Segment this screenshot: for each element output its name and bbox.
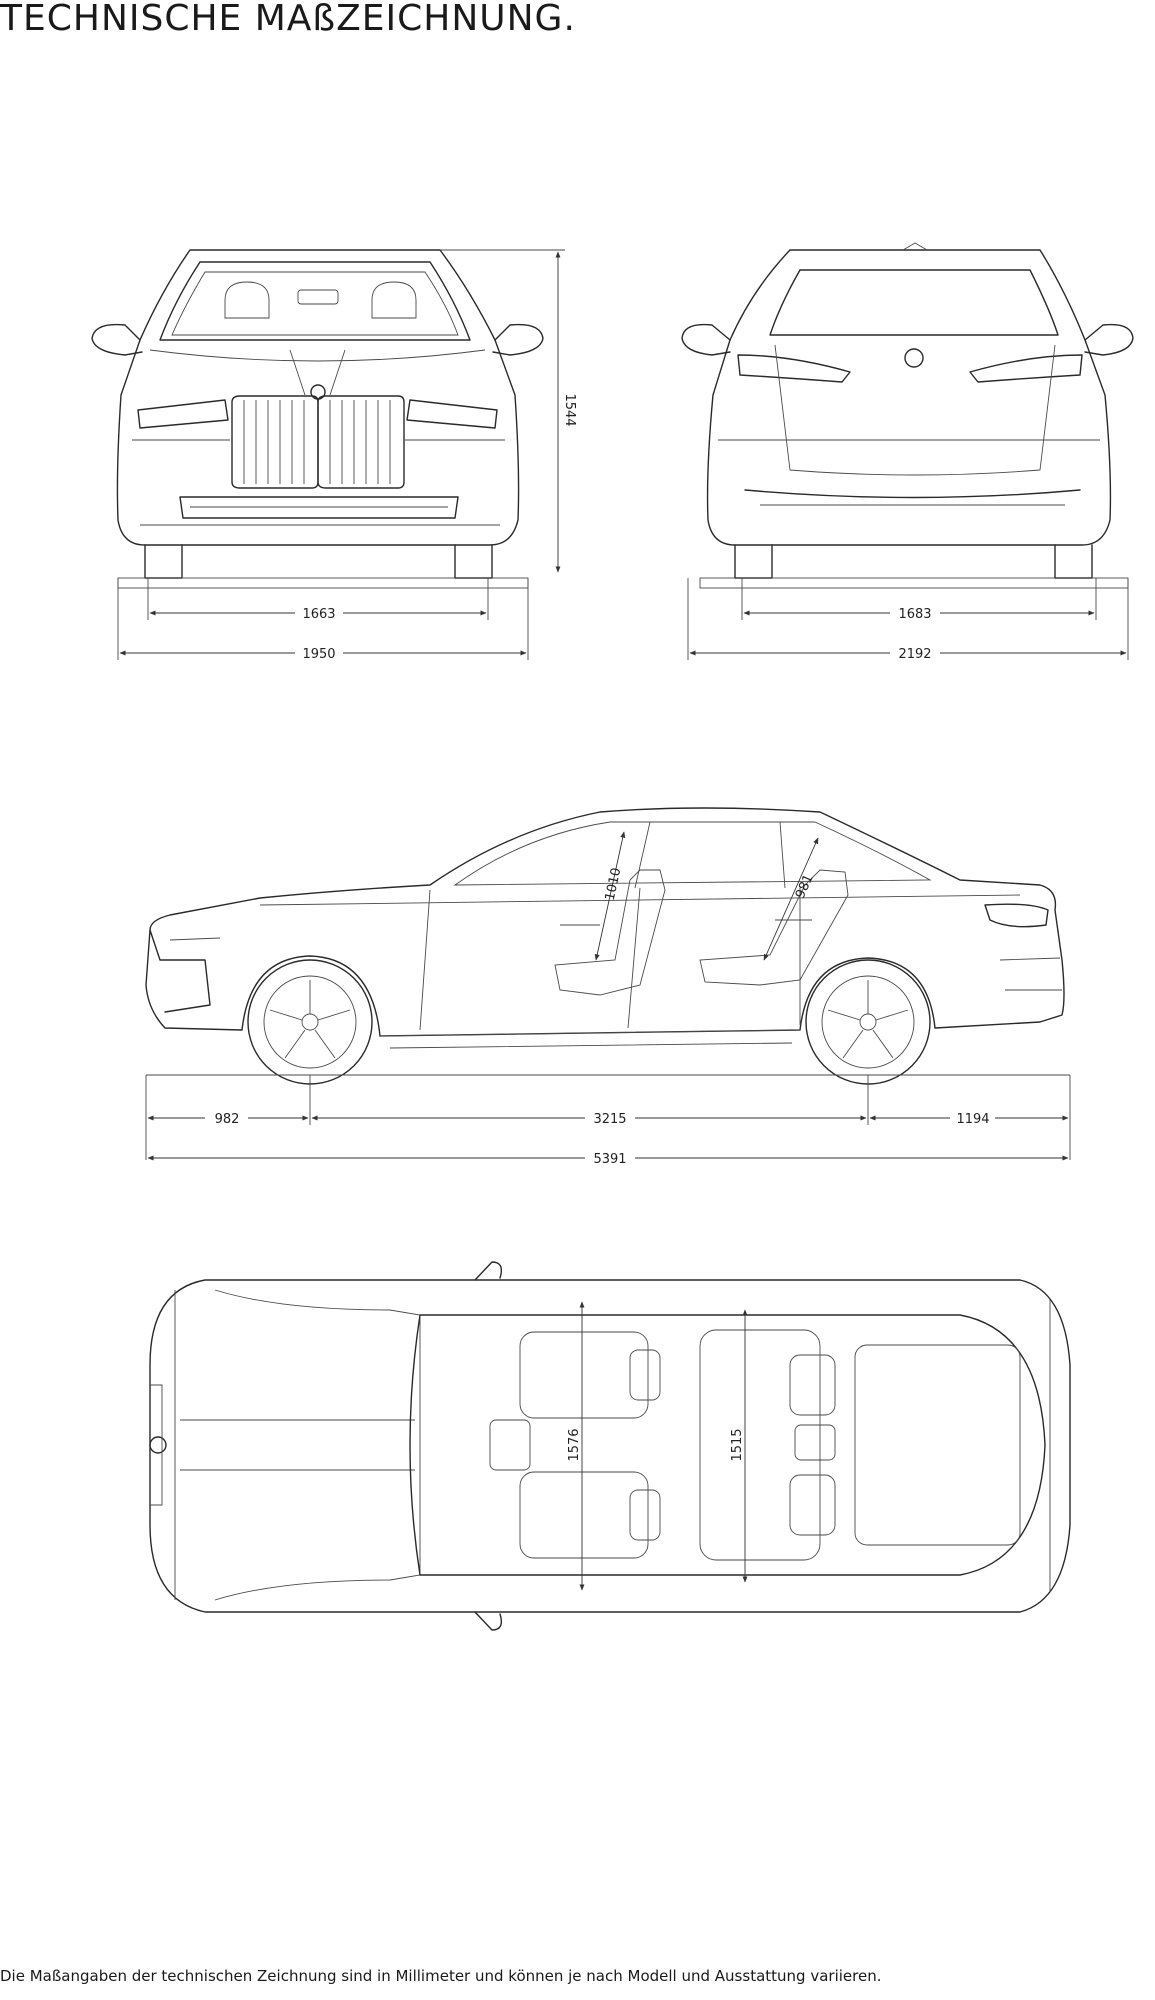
dim-length: 5391 (593, 1152, 626, 1167)
side-view (145, 807, 1065, 1085)
dim-wheelbase: 3215 (593, 1112, 626, 1127)
dim-rear-width: 2192 (898, 647, 931, 662)
dim-front-height: 1544 (562, 393, 577, 426)
page-title: TECHNISCHE MAßZEICHNUNG. (0, 0, 576, 39)
dim-front-width: 1950 (302, 647, 335, 662)
dim-front-track: 1663 (302, 607, 335, 622)
dim-rear-shoulder: 1515 (730, 1428, 745, 1461)
dim-front-headroom: 1010 (603, 867, 625, 902)
dim-rear-track: 1683 (898, 607, 931, 622)
side-dimensions (145, 1074, 1071, 1161)
dim-front-overhang: 982 (215, 1112, 240, 1127)
dim-front-shoulder: 1576 (567, 1428, 582, 1461)
footnote: Die Maßangaben der technischen Zeichnung… (0, 1967, 882, 1985)
front-rear-dimensions (117, 249, 1129, 660)
top-view (149, 1261, 1071, 1631)
rear-view (681, 242, 1134, 589)
dim-rear-overhang: 1194 (956, 1112, 989, 1127)
front-view (91, 249, 544, 589)
